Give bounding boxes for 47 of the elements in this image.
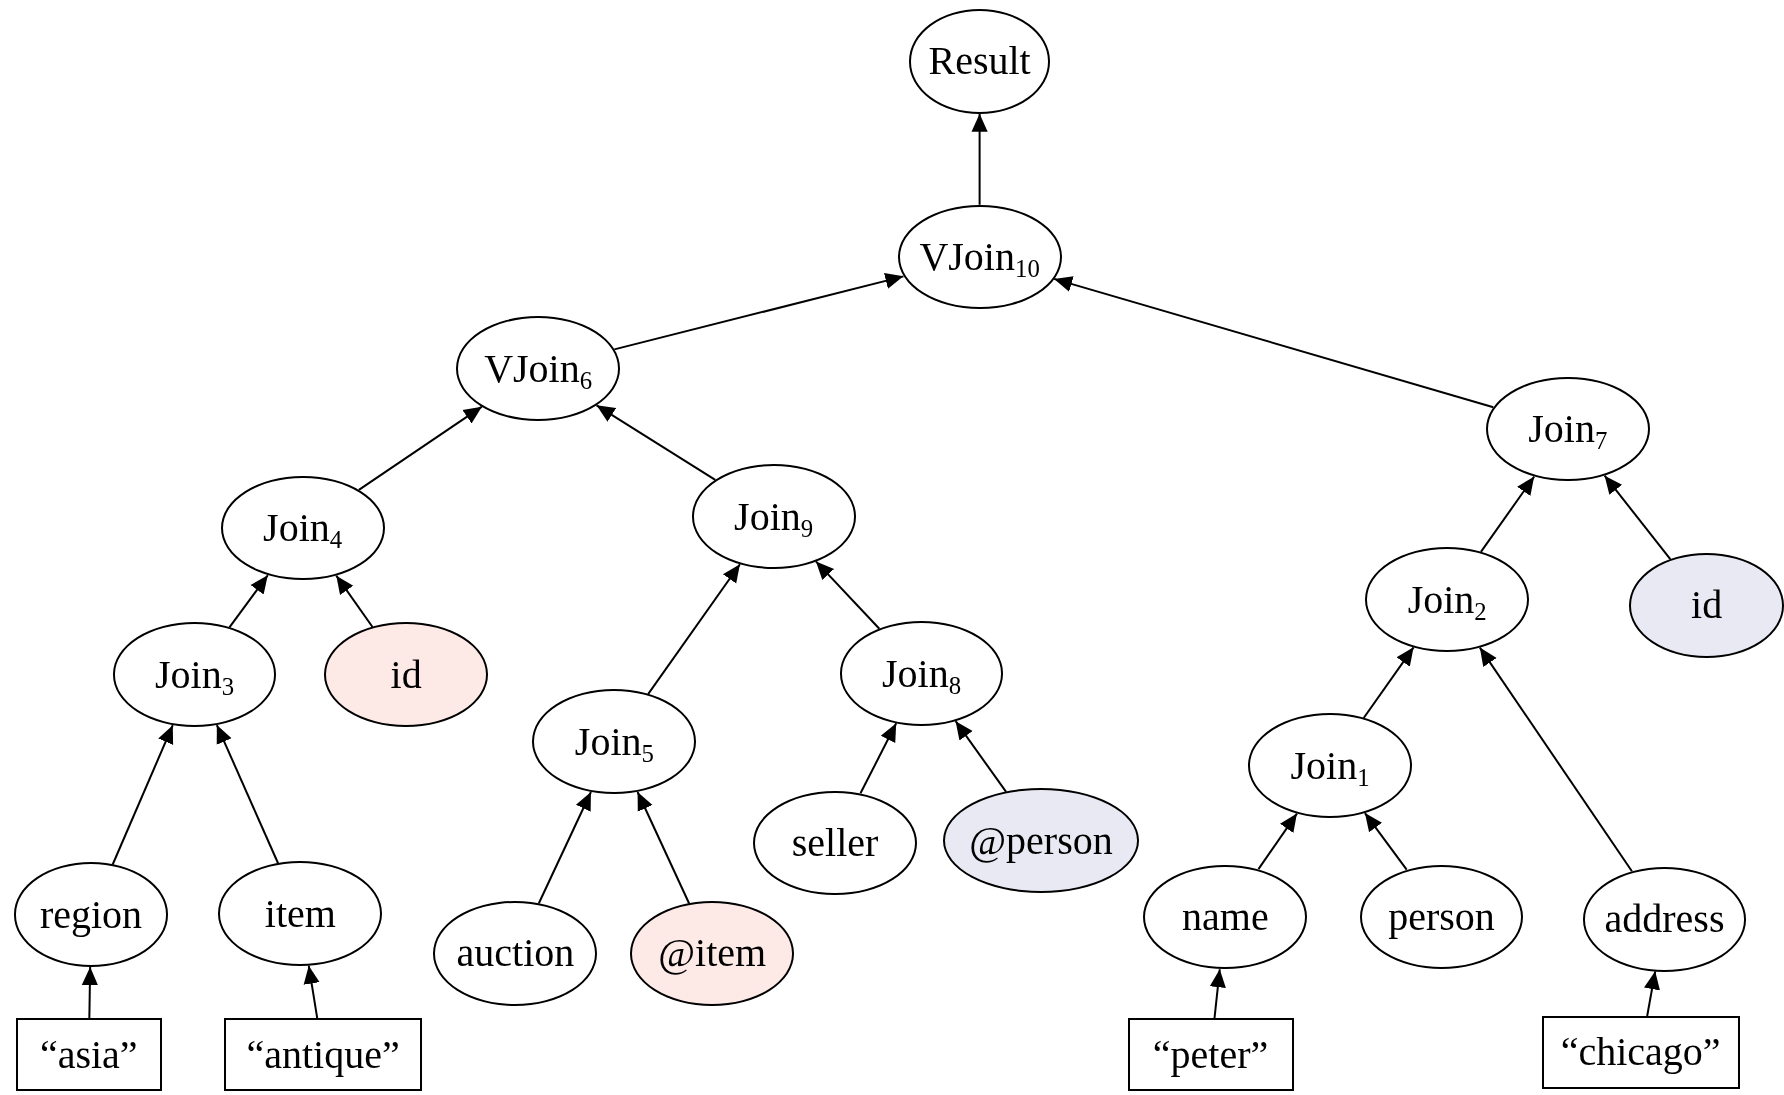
node-label: “antique” [246, 1034, 400, 1075]
node-label: Join$_{9}$ [734, 496, 814, 537]
node-label: VJoin$_{6}$ [484, 348, 593, 389]
node-label: seller [791, 823, 879, 864]
arrow [228, 574, 269, 629]
node-label: “asia” [39, 1034, 138, 1075]
arrow [81, 966, 98, 1020]
arrow [1362, 646, 1415, 719]
value-box [1127, 1018, 1294, 1092]
arrow [814, 560, 881, 630]
arrow [1603, 474, 1672, 561]
arrow [647, 563, 741, 696]
arrow [357, 405, 483, 491]
node-label: person [1388, 897, 1495, 937]
arrow [1257, 812, 1298, 871]
node-label: Join$_{2}$ [1407, 579, 1487, 620]
node-label: item [264, 893, 336, 934]
arrow [1209, 968, 1226, 1020]
arrow [1479, 475, 1536, 553]
arrow [1478, 646, 1633, 873]
node-label: Result [928, 41, 1031, 82]
node-label: Join$_{1}$ [1290, 745, 1370, 786]
node-label: address [1604, 899, 1725, 940]
value-box [15, 1018, 162, 1092]
arrow [971, 112, 988, 206]
node-label: Join$_{3}$ [155, 654, 235, 695]
arrow [595, 404, 717, 481]
arrow [335, 574, 374, 628]
node-label: VJoin$_{10}$ [919, 237, 1040, 278]
node-label: Join$_{7}$ [1528, 408, 1608, 449]
arrow [1363, 812, 1408, 871]
value-box [1541, 1016, 1740, 1089]
node-label: Join$_{4}$ [263, 507, 343, 548]
node-label: auction [456, 933, 575, 974]
node-label: “chicago” [1560, 1032, 1721, 1073]
node-label: Join$_{5}$ [574, 721, 654, 762]
node-label: name [1182, 897, 1269, 937]
node-label: “peter” [1152, 1034, 1269, 1075]
node-label: Join$_{8}$ [882, 653, 962, 694]
node-label: id [1691, 585, 1723, 626]
value-box [224, 1018, 423, 1092]
arrow [1644, 970, 1660, 1017]
node-label: @person [969, 820, 1113, 861]
node-label: region [39, 894, 143, 935]
node-label: @item [658, 933, 767, 974]
node-label: id [390, 654, 422, 695]
arrow [303, 964, 320, 1020]
